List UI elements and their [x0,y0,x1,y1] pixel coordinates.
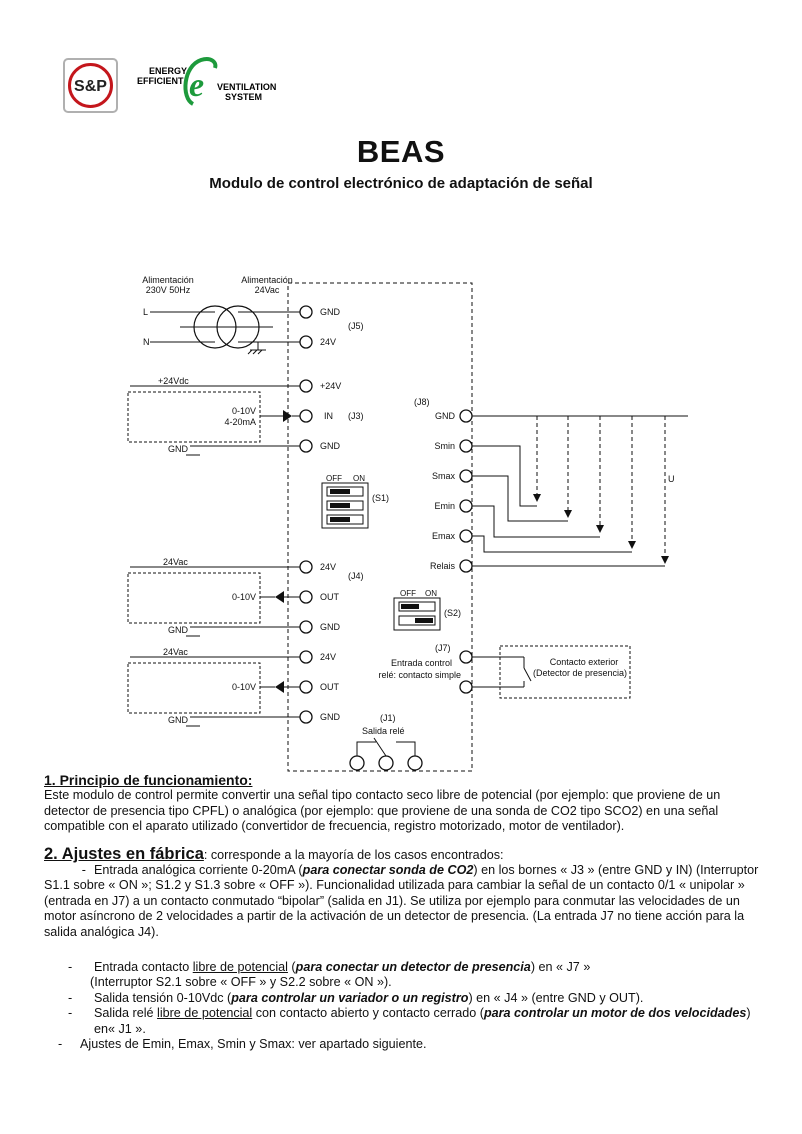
terminal-label: OUT [320,682,340,692]
s1-label: (S1) [372,493,389,503]
module-outline [287,282,473,772]
j7-label: (J7) [435,643,451,653]
line-n-label: N [143,337,150,347]
vac24-label: 24Vac [163,647,188,657]
terminal-label: GND [320,712,341,722]
j3-label: (J3) [348,411,364,421]
output-box-1 [127,572,261,624]
vac24-label: 24Vac [163,557,188,567]
e-letter: e [189,67,204,104]
energy-text: ENERGY [149,66,187,76]
page-title: BEAS [356,134,446,169]
in-signal-label-2: 4-20mA [224,417,256,427]
right-terminal-label: GND [435,411,456,421]
presence-detector-box [499,645,631,699]
gnd-label: GND [168,715,189,725]
section1-heading: 1. Principio de funcionamiento: [44,772,253,788]
document-body: 1. Principio de funcionamiento: Este mod… [44,772,764,1053]
output-box-2 [127,662,261,714]
contacto-exterior-label-1: Contacto exterior [550,657,619,667]
supply-24-label-2: 24Vac [255,285,280,295]
section1-text: Este modulo de control permite convertir… [44,788,721,834]
in-signal-label-1: 0-10V [232,406,256,416]
section2-item-3: -Salida tensión 0-10Vdc (para controlar … [68,990,644,1005]
left-terminal-block [299,305,313,724]
terminal-label: GND [320,441,341,451]
wiring-diagram: Alimentación 230V 50Hz Alimentación 24Va… [127,275,688,772]
section2-item-1: -Entrada analógica corriente 0-20mA (par… [44,863,759,939]
entrada-control-label-2: relé: contacto simple [378,670,461,680]
v010-label: 0-10V [232,592,256,602]
s1-dip-switch[interactable] [321,482,369,529]
sensor-box [127,391,261,443]
page-subtitle: Modulo de control electrónico de adaptac… [209,175,593,192]
u-label: U [668,474,675,484]
right-terminal-block [459,409,473,694]
contacto-exterior-label-2: (Detector de presencia) [533,668,627,678]
energy-efficient-logo: ENERGY EFFICIENT e VENTILATION SYSTEM [137,57,276,106]
s2-off-label: OFF [400,589,416,598]
right-terminal-label: Relais [430,561,456,571]
terminal-label: 24V [320,562,336,572]
terminal-label: GND [320,622,341,632]
terminal-label: IN [324,411,333,421]
j8-label: (J8) [414,397,430,407]
line-l-label: L [143,307,148,317]
gnd-label: GND [168,625,189,635]
j4-label: (J4) [348,571,364,581]
section2-item-5: -Ajustes de Emin, Emax, Smin y Smax: ver… [58,1037,427,1052]
gnd-label: GND [168,444,189,454]
salida-rele-label: Salida relé [362,726,405,736]
terminal-label: +24V [320,381,341,391]
section2-item-4: -Salida relé libre de potencial con cont… [68,1006,751,1036]
system-text: SYSTEM [225,92,262,102]
section2-item-2: -Entrada contacto libre de potencial (pa… [68,960,591,990]
s1-off-label: OFF [326,474,342,483]
right-terminal-label: Emin [434,501,455,511]
supply-24-label-1: Alimentación [241,275,293,285]
j1-label: (J1) [380,713,396,723]
s2-label: (S2) [444,608,461,618]
terminal-label: OUT [320,592,340,602]
ventilation-text: VENTILATION [217,82,276,92]
supply-230-label-2: 230V 50Hz [146,285,191,295]
terminal-label: 24V [320,337,336,347]
relay-j1 [349,737,423,771]
s2-on-label: ON [425,589,437,598]
sp-logo: S&P [63,58,118,113]
entrada-control-label-1: Entrada control [391,658,452,668]
supply-230-label-1: Alimentación [142,275,194,285]
right-terminal-label: Smin [434,441,455,451]
s2-dip-switch[interactable] [393,597,441,631]
j5-label: (J5) [348,321,364,331]
terminal-label: 24V [320,652,336,662]
plus24vdc-label: +24Vdc [158,376,189,386]
right-terminal-label: Emax [432,531,456,541]
right-terminal-label: Smax [432,471,456,481]
s1-on-label: ON [353,474,365,483]
v010-label: 0-10V [232,682,256,692]
section2-heading: 2. Ajustes en fábrica: corresponde a la … [44,844,504,863]
efficient-text: EFFICIENT [137,76,184,86]
sp-logo-text: S&P [74,78,107,95]
leaf-swoosh-icon [183,57,218,106]
terminal-label: GND [320,307,341,317]
